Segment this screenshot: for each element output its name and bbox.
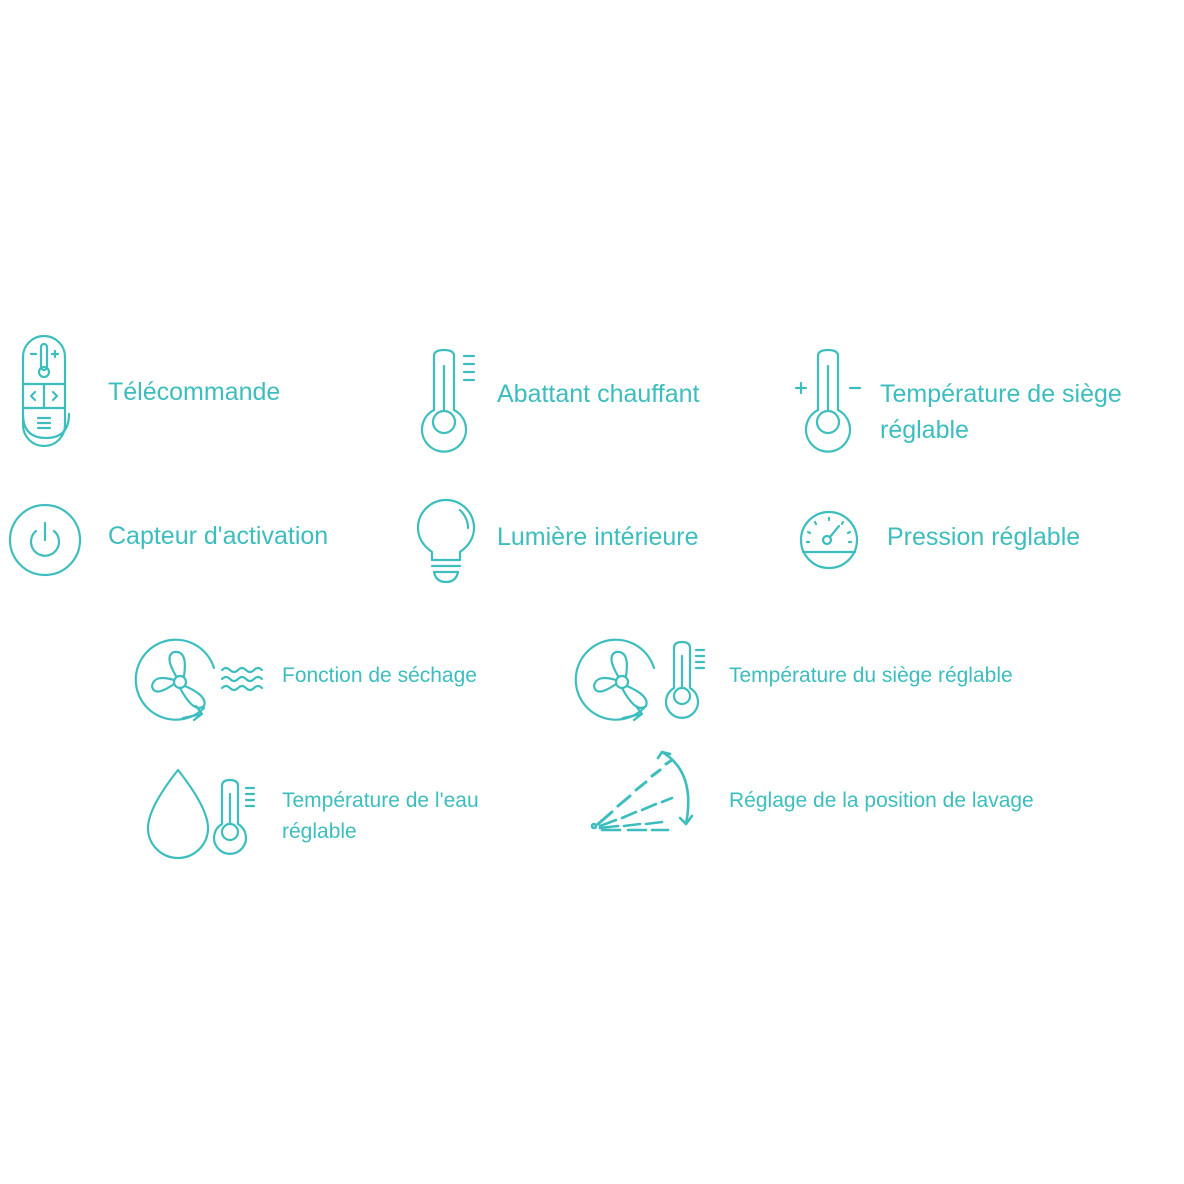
pressure-gauge-icon	[799, 510, 859, 570]
drying-label: Fonction de séchage	[282, 664, 477, 687]
remote-control-icon	[20, 334, 70, 448]
water-drop-thermometer-icon	[146, 768, 264, 862]
light-bulb-icon	[416, 500, 476, 586]
fan-thermometer-icon	[578, 634, 708, 728]
water-temp-label-line2: réglable	[282, 820, 357, 843]
activation-sensor-label: Capteur d'activation	[108, 522, 329, 550]
seat-temp-label-line1: Température de siège	[880, 380, 1122, 408]
spray-angle-icon	[586, 744, 706, 836]
heated-lid-label: Abattant chauffant	[497, 380, 700, 408]
seat-temp-fan-label: Température du siège réglable	[729, 664, 1013, 687]
water-temp-label-line1: Température de l'eau	[282, 789, 479, 812]
fan-waves-icon	[138, 634, 266, 728]
interior-light-label: Lumière intérieure	[497, 523, 699, 551]
thermometer-icon	[420, 348, 480, 444]
power-icon	[8, 503, 82, 577]
seat-temp-label-line2: réglable	[880, 416, 969, 444]
remote-label: Télécommande	[108, 378, 281, 406]
pressure-label: Pression réglable	[887, 523, 1081, 551]
thermometer-plus-minus-icon	[794, 348, 866, 444]
wash-position-label: Réglage de la position de lavage	[729, 789, 1034, 812]
